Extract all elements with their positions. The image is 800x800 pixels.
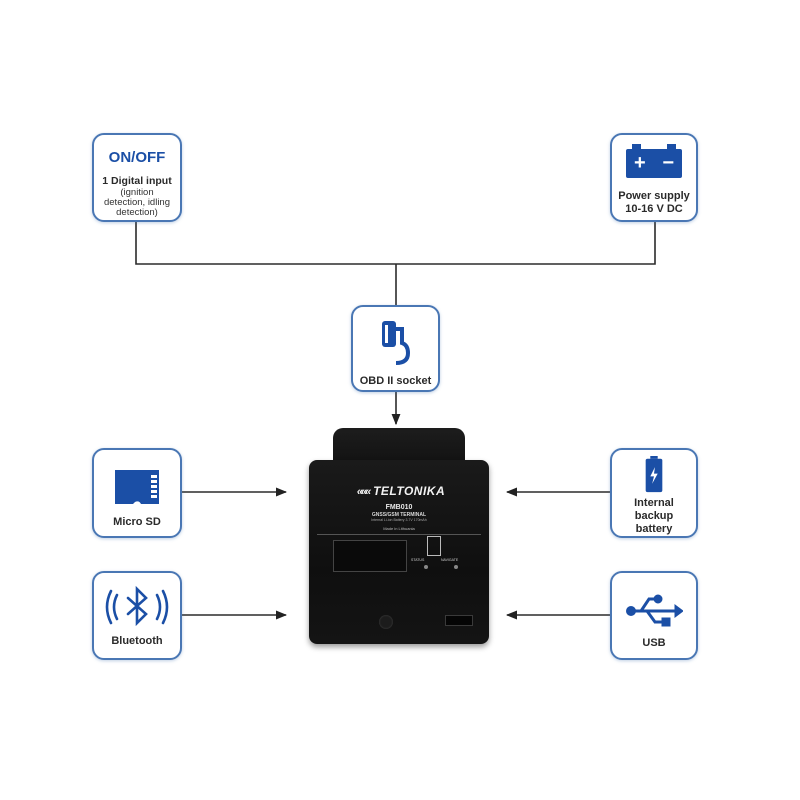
connector-onoff [135,222,656,265]
device-sim-icon [427,536,441,556]
node-obd-socket: OBD II socket [351,305,440,392]
car-battery-icon: + − [626,144,682,178]
device-spec: Internal Li-ion Battery 3.7V 170mAh [371,518,427,522]
onoff-detail-3: detection) [116,207,158,218]
bluetooth-label: Bluetooth [111,635,163,647]
minus-sign: − [662,152,674,174]
logo-chevrons-icon: ««« [356,486,371,498]
microsd-label: Micro SD [113,516,161,528]
device-display-window [333,540,407,572]
device-usb-port [445,615,473,626]
device-brand: TELTONIKA [373,484,446,498]
onoff-detail-1: (ignition [120,187,154,198]
device-divider [317,534,481,535]
node-bluetooth: Bluetooth [92,571,182,660]
device-origin: Made in Lithuania [383,526,415,531]
device-button [379,615,393,629]
usb-label: USB [642,637,666,649]
micro-sd-card-icon [115,470,159,504]
node-micro-sd: Micro SD [92,448,182,538]
power-label-1: Power supply [618,190,690,202]
battery-label-1: Internal [634,497,674,509]
plus-sign: + [634,152,646,174]
device-body: ««« TELTONIKA FMB010 GNSS/GSM TERMINAL I… [309,460,489,644]
node-usb: USB [610,571,698,660]
onoff-label: 1 Digital input [102,175,172,187]
node-onoff: ON/OFF 1 Digital input (ignition detecti… [92,133,182,222]
power-label-2: 10-16 V DC [625,203,683,215]
device-led-status-label: STATUS [411,558,425,562]
teltonika-logo: ««« TELTONIKA [331,484,471,500]
device-type: GNSS/GSM TERMINAL [371,512,427,518]
obd-label: OBD II socket [359,375,432,387]
bluetooth-icon [105,585,169,627]
onoff-heading: ON/OFF [108,149,166,166]
node-power-supply: + − Power supply 10-16 V DC [610,133,698,222]
device-fmb010: ««« TELTONIKA FMB010 GNSS/GSM TERMINAL I… [305,420,491,646]
obd-connector-icon [381,321,410,365]
device-model: FMB010 [385,504,413,511]
battery-label-2: backup [634,510,674,522]
device-led-navigate [454,565,458,569]
onoff-detail-2: detection, idling [103,197,171,208]
device-led-status [424,565,428,569]
usb-icon [626,594,683,627]
battery-charge-icon [645,456,663,493]
battery-label-3: battery [635,523,673,535]
device-led-navigate-label: NAVIGATE [441,558,459,562]
node-backup-battery: Internal backup battery [610,448,698,538]
